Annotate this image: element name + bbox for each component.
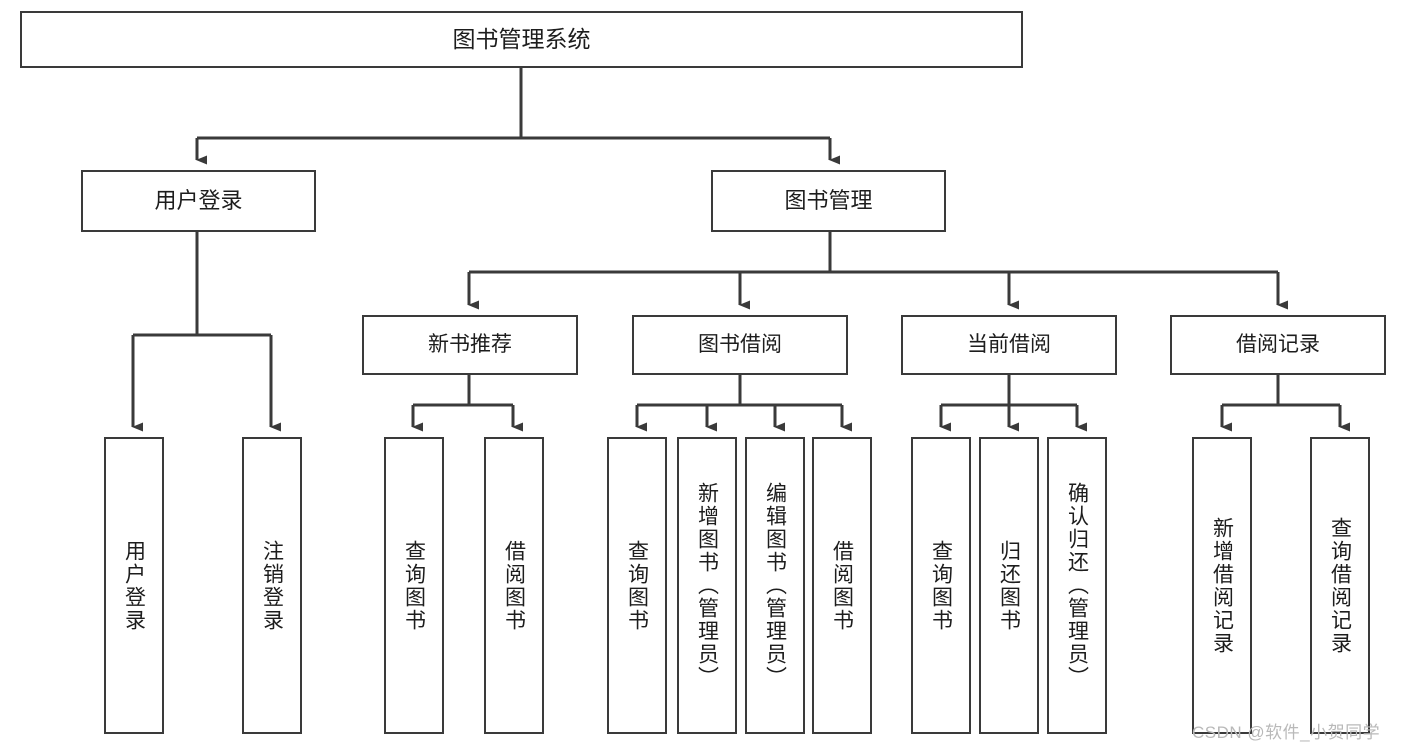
node-label: 归还图书	[997, 539, 1021, 632]
leaf-user-login-login[interactable]: 用户登录	[104, 437, 164, 734]
node-user-login[interactable]: 用户登录	[81, 170, 316, 232]
leaf-current-return-book[interactable]: 归还图书	[979, 437, 1039, 734]
node-book-borrow[interactable]: 图书借阅	[632, 315, 848, 375]
node-label: 查询借阅记录	[1328, 516, 1352, 655]
node-label: 注销登录	[260, 539, 284, 632]
node-label: 借阅图书	[502, 539, 526, 632]
node-label: 查询图书	[929, 539, 953, 632]
leaf-new-book-query[interactable]: 查询图书	[384, 437, 444, 734]
node-label: 用户登录	[154, 188, 243, 214]
node-label: 图书借阅	[698, 332, 782, 356]
node-label: 借阅图书	[830, 539, 854, 632]
node-label: 图书管理	[784, 188, 873, 214]
leaf-borrow-edit-book-admin[interactable]: 编辑图书（管理员）	[745, 437, 805, 734]
leaf-borrow-add-book-admin[interactable]: 新增图书（管理员）	[677, 437, 737, 734]
node-label: 新增图书（管理员）	[695, 482, 719, 689]
node-label: 新书推荐	[428, 332, 512, 356]
node-label: 用户登录	[122, 539, 146, 632]
node-label: 编辑图书（管理员）	[763, 482, 787, 689]
node-book-management[interactable]: 图书管理	[711, 170, 946, 232]
leaf-new-book-borrow[interactable]: 借阅图书	[484, 437, 544, 734]
leaf-borrow-borrow-book[interactable]: 借阅图书	[812, 437, 872, 734]
leaf-current-query-book[interactable]: 查询图书	[911, 437, 971, 734]
node-borrow-record[interactable]: 借阅记录	[1170, 315, 1386, 375]
node-label: 查询图书	[625, 539, 649, 632]
node-label: 图书管理系统	[452, 26, 591, 53]
leaf-borrow-query-book[interactable]: 查询图书	[607, 437, 667, 734]
csdn-watermark: CSDN @软件_小贺同学	[1192, 723, 1381, 742]
node-new-book-recommend[interactable]: 新书推荐	[362, 315, 578, 375]
node-label: 查询图书	[402, 539, 426, 632]
leaf-record-add-record[interactable]: 新增借阅记录	[1192, 437, 1252, 734]
leaf-current-confirm-return-admin[interactable]: 确认归还（管理员）	[1047, 437, 1107, 734]
leaf-user-login-logout[interactable]: 注销登录	[242, 437, 302, 734]
node-label: 借阅记录	[1236, 332, 1320, 356]
node-label: 当前借阅	[967, 332, 1051, 356]
leaf-record-query-record[interactable]: 查询借阅记录	[1310, 437, 1370, 734]
node-label: 确认归还（管理员）	[1065, 482, 1089, 689]
node-current-borrow[interactable]: 当前借阅	[901, 315, 1117, 375]
node-label: 新增借阅记录	[1210, 516, 1234, 655]
node-root-system[interactable]: 图书管理系统	[20, 11, 1023, 68]
